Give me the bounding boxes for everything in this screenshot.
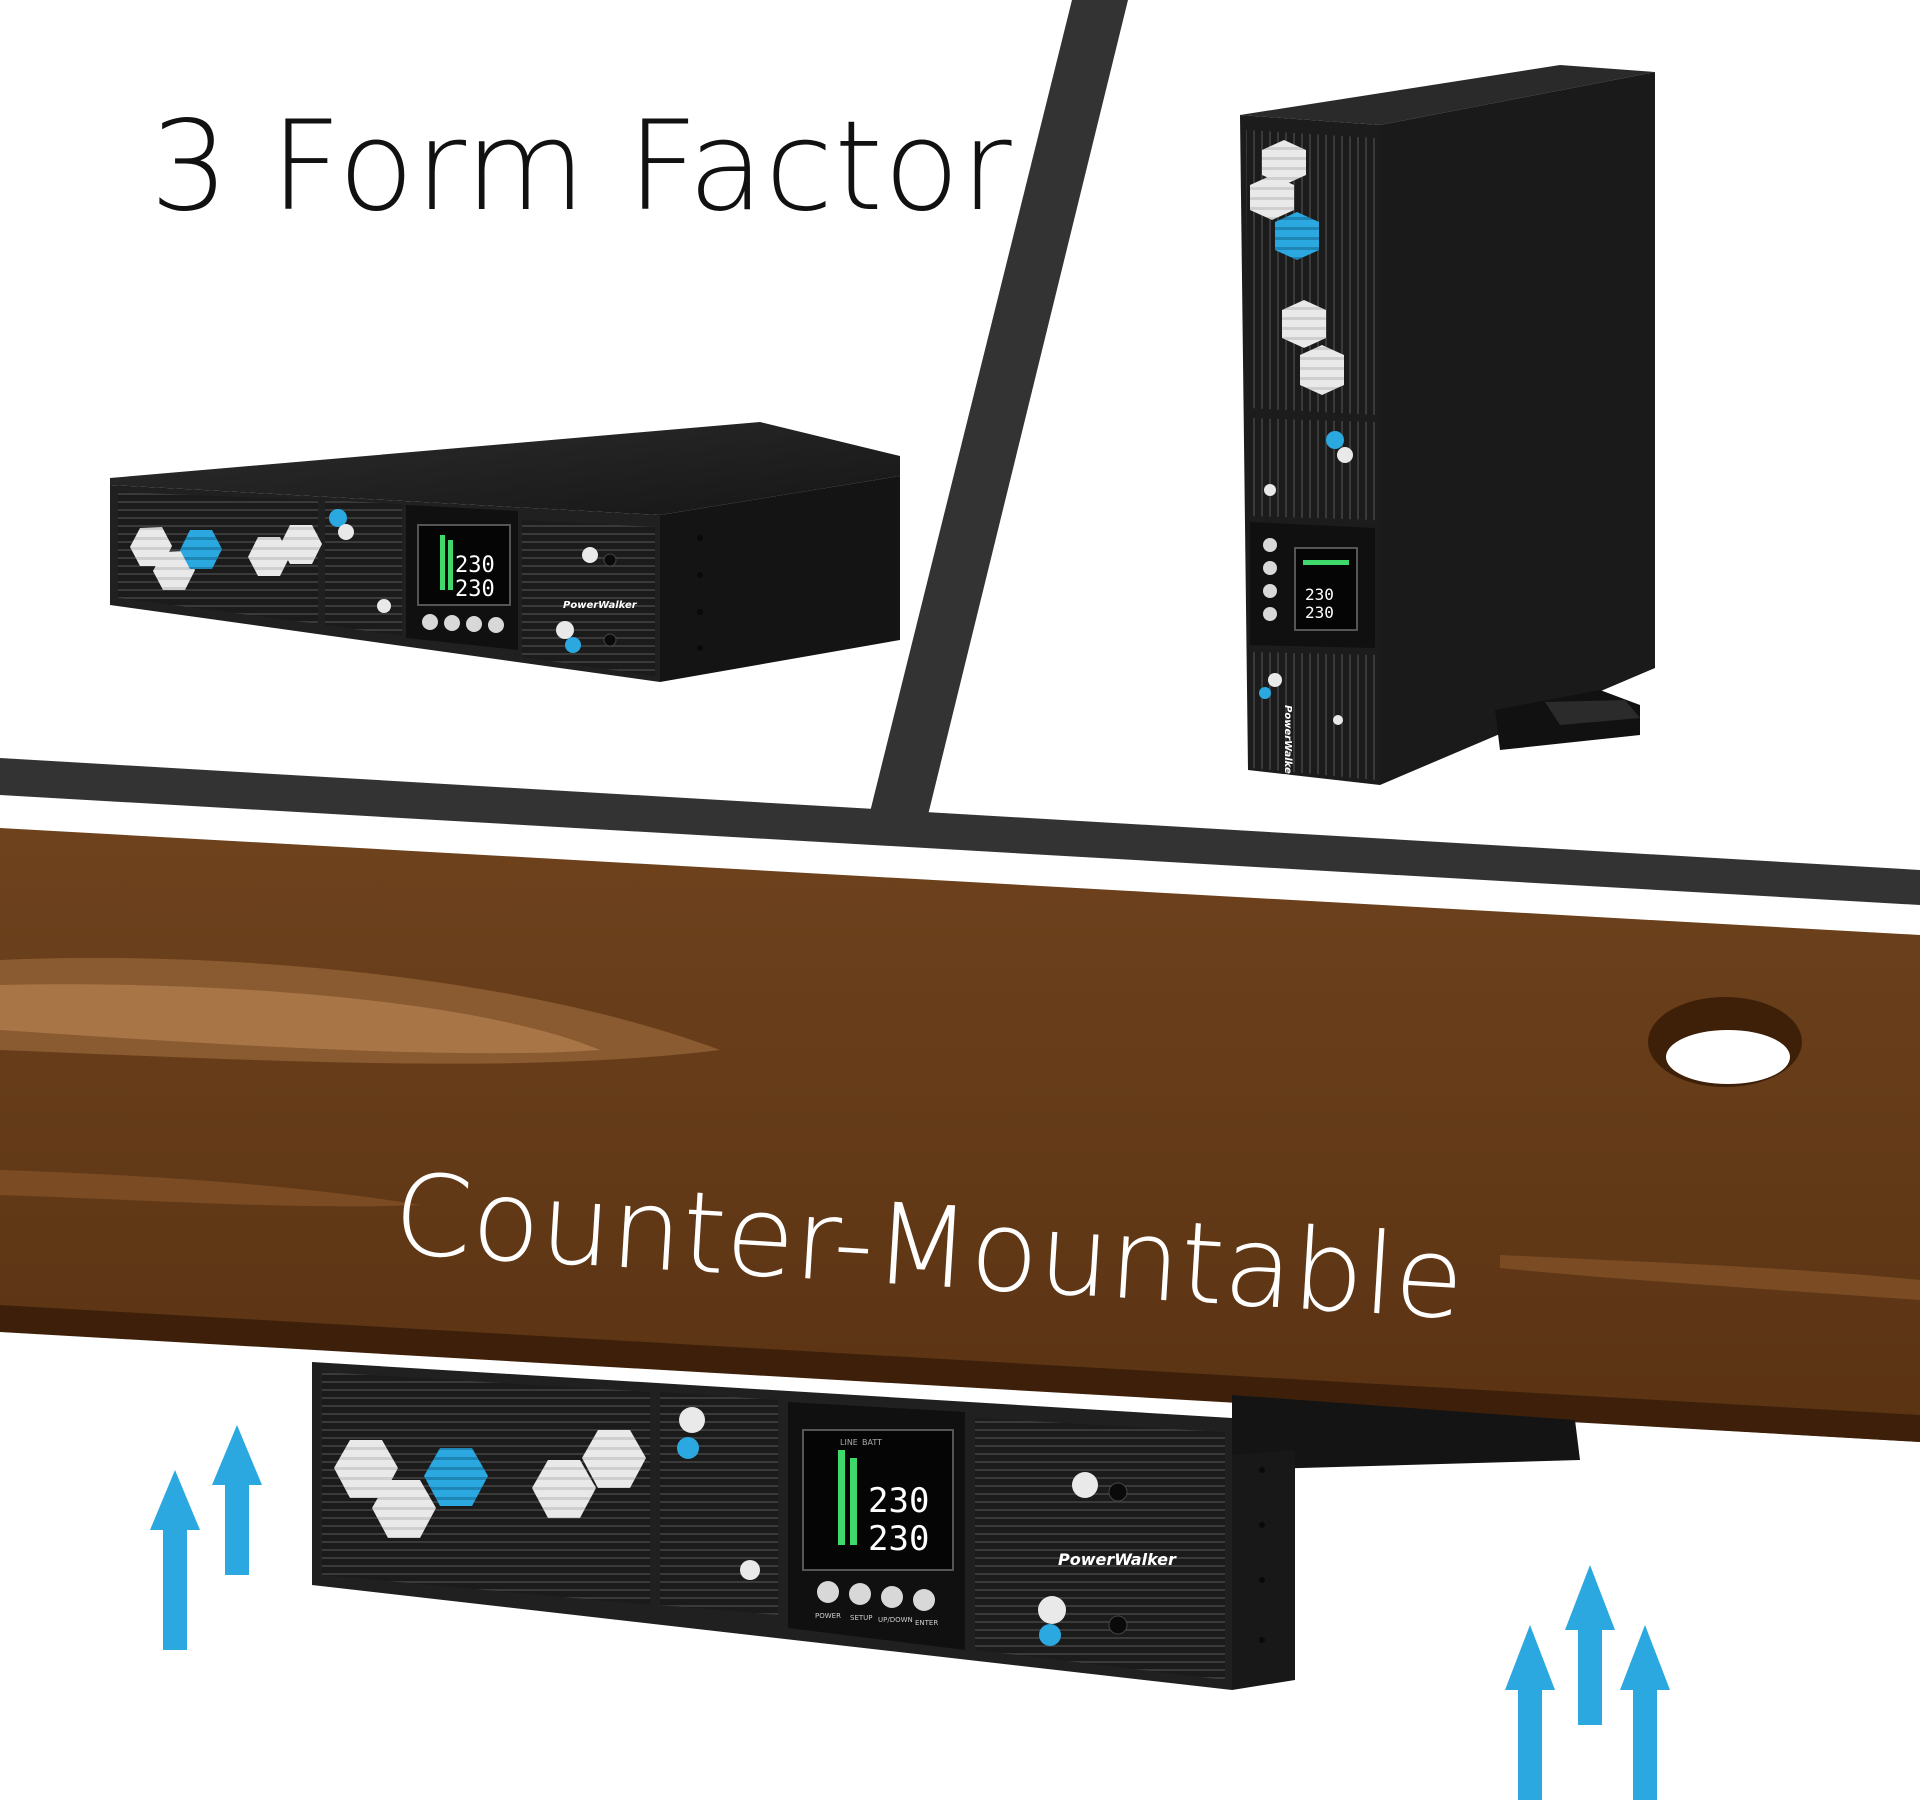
brand-label: PowerWalker bbox=[563, 600, 638, 611]
tower-lcd-bottom-value: 230 bbox=[1305, 603, 1334, 622]
airflow-arrows bbox=[150, 1425, 1670, 1800]
button-label-power: POWER bbox=[815, 1612, 841, 1620]
wooden-counter bbox=[0, 828, 1920, 1442]
button-label-updown: UP/DOWN bbox=[878, 1616, 913, 1624]
tower-brand-label: PowerWalker bbox=[1282, 705, 1293, 780]
tower-ups-vertical: 230 230 PowerWalker bbox=[1240, 65, 1655, 785]
up-arrow-icon bbox=[150, 1470, 200, 1650]
up-arrow-icon bbox=[212, 1425, 262, 1575]
up-arrow-icon bbox=[1505, 1625, 1555, 1800]
lcd-indicator-line: LINE bbox=[840, 1438, 858, 1447]
main-brand-label: PowerWalker bbox=[1058, 1550, 1177, 1569]
under-counter-ups: LINE BATT 230 230 POWER SETUP UP/DOWN EN… bbox=[312, 1362, 1580, 1690]
up-arrow-icon bbox=[1620, 1625, 1670, 1800]
lcd-indicator-batt: BATT bbox=[862, 1438, 882, 1447]
main-lcd-top-value: 230 bbox=[868, 1481, 929, 1521]
button-label-enter: ENTER bbox=[915, 1619, 938, 1627]
tower-lcd-top-value: 230 bbox=[1305, 585, 1334, 604]
up-arrow-icon bbox=[1565, 1565, 1615, 1725]
rack-ups-horizontal: 230 230 PowerWalker bbox=[110, 422, 900, 682]
main-lcd-bottom-value: 230 bbox=[868, 1519, 929, 1559]
panel-dividers bbox=[0, 0, 1920, 905]
lcd-top-value: 230 bbox=[455, 553, 495, 578]
lcd-bottom-value: 230 bbox=[455, 577, 495, 602]
button-label-setup: SETUP bbox=[850, 1614, 873, 1622]
headline-form-factor: 3 Form Factor bbox=[150, 95, 1013, 239]
